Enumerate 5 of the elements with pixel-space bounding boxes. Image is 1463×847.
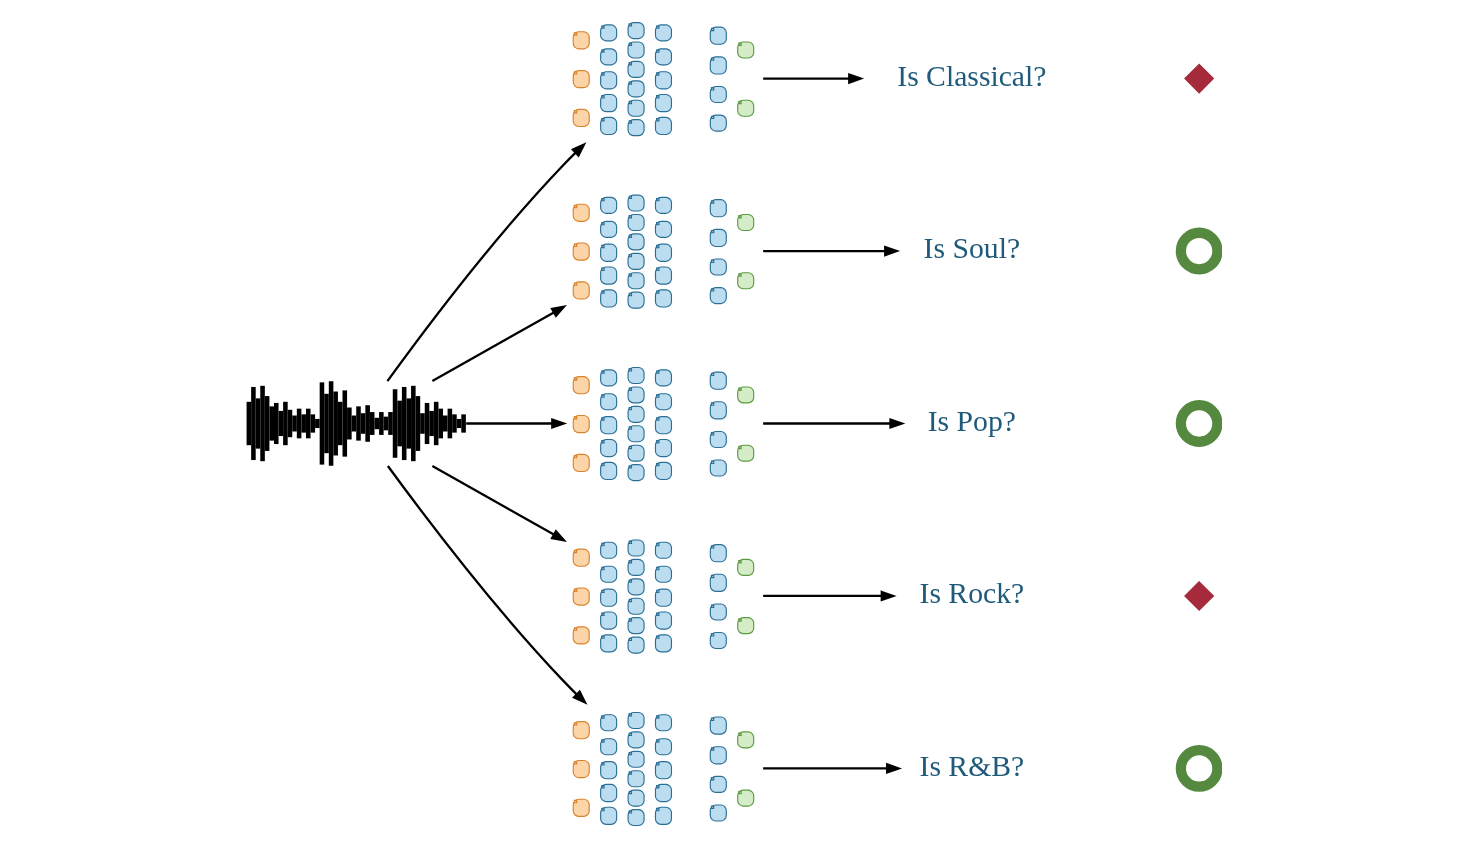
node-text: Is Soul?: [923, 232, 1020, 265]
node-text: Is Pop?: [927, 404, 1016, 437]
node-text: Is Rock?: [919, 577, 1024, 610]
node-text: Is Classical?: [896, 59, 1046, 92]
node-text: Is R&B?: [918, 749, 1024, 782]
